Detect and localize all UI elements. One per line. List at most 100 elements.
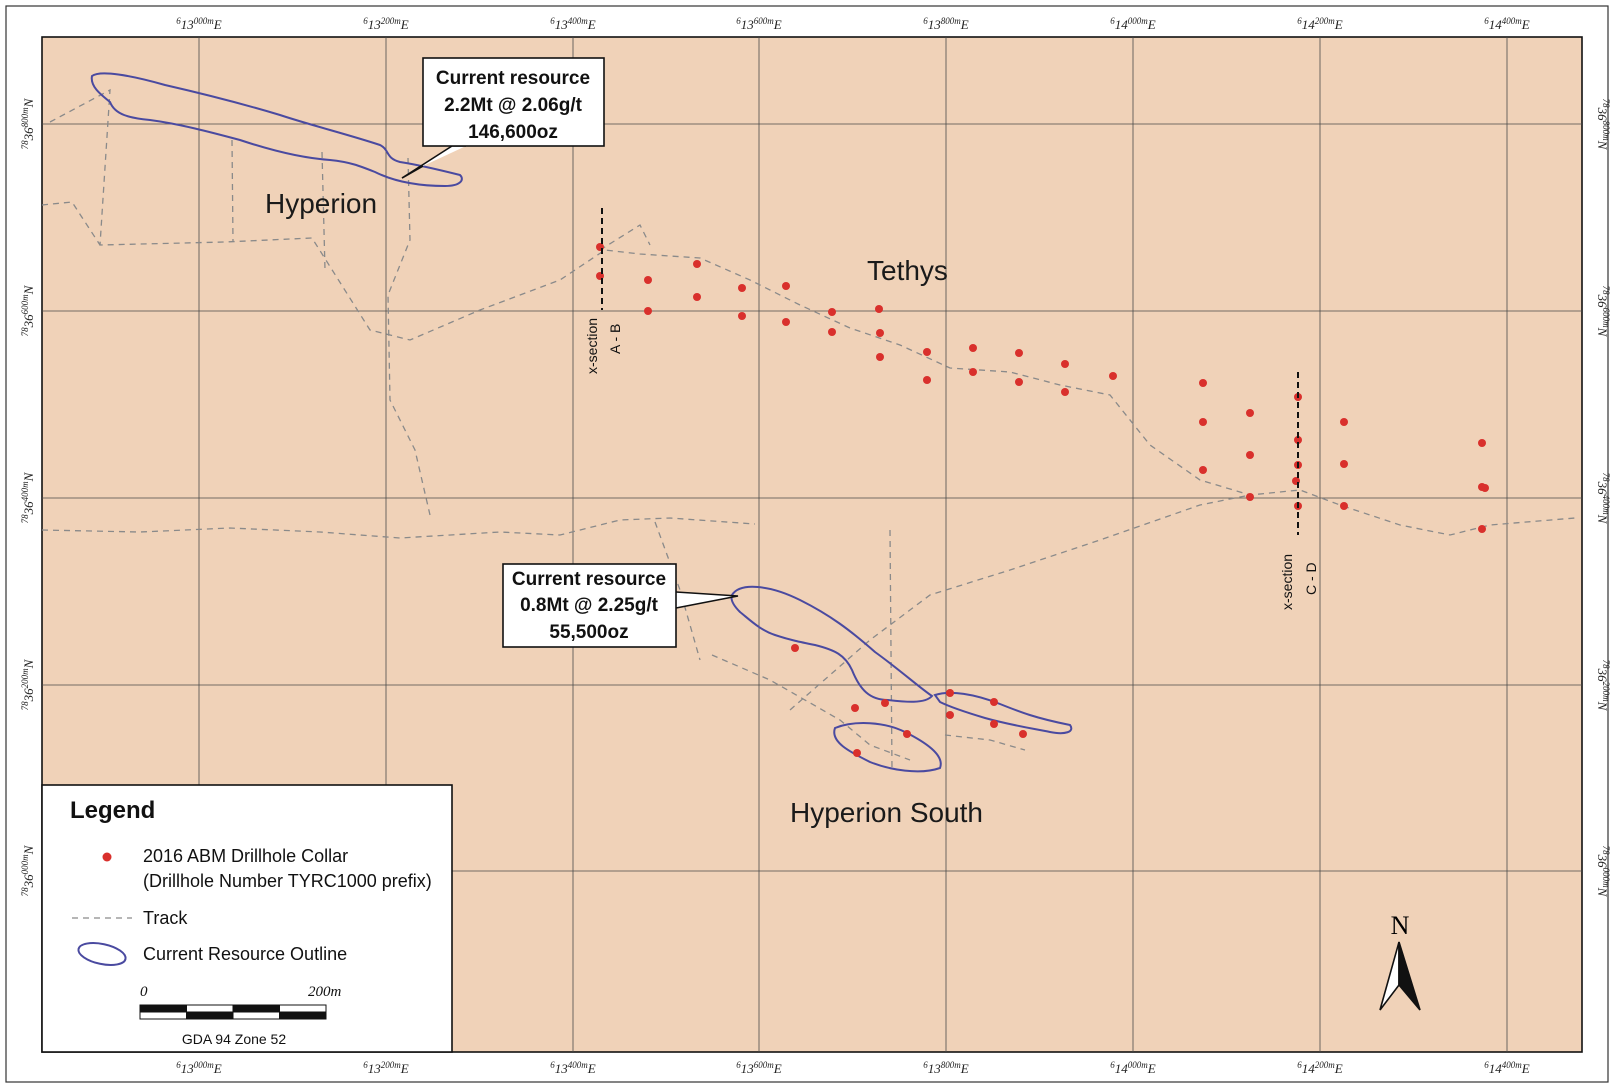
coordinate-grid: 613000mE613000mE613200mE613200mE613400mE… — [20, 16, 1611, 1076]
drillhole-collar — [903, 730, 911, 738]
easting-label-top: 614400mE — [1484, 16, 1530, 32]
drillhole-collar — [738, 284, 746, 292]
hyperion-resource-outline — [90, 72, 463, 188]
scale-bar-segment — [139, 1004, 187, 1013]
drillhole-collar — [1199, 418, 1207, 426]
north-arrow: N — [1379, 911, 1421, 1011]
drillhole-collar — [851, 704, 859, 712]
scale-start-label: 0 — [140, 984, 148, 1000]
drillhole-collar — [828, 308, 836, 316]
drillhole-collar — [1340, 502, 1348, 510]
drillhole-collar — [1478, 525, 1486, 533]
drillhole-collar — [1246, 409, 1254, 417]
scale-bar-segment — [279, 1004, 327, 1013]
drillhole-collar — [946, 711, 954, 719]
drillhole-collar — [875, 305, 883, 313]
easting-label-top: 614200mE — [1297, 16, 1343, 32]
drillhole-collar — [1478, 439, 1486, 447]
area-label-hyperion: Hyperion — [265, 188, 377, 219]
legend-collar-symbol — [102, 852, 112, 862]
callout-line: 0.8Mt @ 2.25g/t — [520, 595, 659, 616]
scale-bar-segment — [232, 1011, 280, 1020]
drillhole-collar — [1340, 460, 1348, 468]
easting-label-top: 613000mE — [176, 16, 222, 32]
drillhole-collar — [644, 276, 652, 284]
drillhole-collar — [1015, 349, 1023, 357]
drillhole-collar-layer — [596, 243, 1489, 757]
northing-label-right: 7836000mN — [1595, 846, 1611, 898]
drillhole-collar — [1294, 436, 1302, 444]
northing-label-right: 7836200mN — [1595, 660, 1611, 712]
drillhole-collar — [1061, 388, 1069, 396]
drillhole-collar — [1199, 379, 1207, 387]
easting-label-bottom: 614000mE — [1110, 1060, 1156, 1076]
track — [387, 157, 431, 516]
easting-label-top: 613200mE — [363, 16, 409, 32]
cross-section-label: C - D — [1303, 562, 1319, 595]
drillhole-collar — [1015, 378, 1023, 386]
callout-line: 146,600oz — [468, 122, 558, 143]
drillhole-collar — [923, 348, 931, 356]
drillhole-collar — [644, 307, 652, 315]
drillhole-collar — [693, 293, 701, 301]
callout-line: Current resource — [512, 569, 666, 590]
drillhole-collar — [876, 329, 884, 337]
track — [41, 517, 756, 539]
easting-label-bottom: 613800mE — [923, 1060, 969, 1076]
drillhole-collar — [1481, 484, 1489, 492]
northing-label-left: 7836200mN — [20, 658, 36, 710]
track — [599, 224, 651, 251]
drillhole-collar — [693, 260, 701, 268]
projection-label: GDA 94 Zone 52 — [182, 1031, 287, 1047]
drillhole-collar — [1340, 418, 1348, 426]
hyperion-south-resource-outline — [730, 585, 934, 703]
easting-label-bottom: 614400mE — [1484, 1060, 1530, 1076]
cross-section-label: x-section — [1279, 554, 1295, 610]
easting-label-top: 614000mE — [1110, 16, 1156, 32]
area-label-tethys: Tethys — [867, 255, 948, 286]
drillhole-collar — [782, 318, 790, 326]
easting-label-top: 613800mE — [923, 16, 969, 32]
area-label-hyperion-south: Hyperion South — [790, 797, 983, 828]
scale-bar — [139, 1004, 327, 1020]
drillhole-collar — [1246, 451, 1254, 459]
legend-outline-label: Current Resource Outline — [143, 944, 347, 964]
easting-label-bottom: 614200mE — [1297, 1060, 1343, 1076]
legend-title: Legend — [70, 797, 155, 824]
drillhole-collar — [923, 376, 931, 384]
drillhole-collar — [1061, 360, 1069, 368]
scale-bar-segment — [186, 1004, 234, 1013]
callout-line: 55,500oz — [549, 622, 628, 643]
callout-pointer — [675, 591, 739, 609]
northing-label-left: 7836800mN — [20, 97, 36, 149]
track — [49, 88, 1576, 536]
callout-box — [502, 563, 677, 648]
drillhole-collar — [990, 720, 998, 728]
drillhole-collar — [1246, 493, 1254, 501]
track — [944, 734, 1026, 751]
drillhole-collar — [1109, 372, 1117, 380]
drillhole-collar — [738, 312, 746, 320]
drillhole-collar — [990, 698, 998, 706]
north-arrow-right — [1398, 941, 1421, 1011]
northing-label-left: 7836400mN — [20, 471, 36, 523]
resource-callout-north: Current resource 2.2Mt @ 2.06g/t 146,600… — [401, 57, 605, 179]
scale-bar-segment — [186, 1011, 234, 1020]
legend-collar-sublabel: (Drillhole Number TYRC1000 prefix) — [143, 871, 432, 891]
northing-label-left: 7836600mN — [20, 284, 36, 336]
drillhole-collar — [1199, 466, 1207, 474]
legend: Legend 2016 ABM Drillhole Collar (Drillh… — [41, 784, 453, 1053]
scale-bar-segment — [232, 1004, 280, 1013]
cross-section-label: x-section — [584, 318, 600, 374]
callout-box — [422, 57, 605, 147]
track — [889, 529, 893, 771]
northing-label-right: 7836800mN — [1595, 99, 1611, 151]
drillhole-collar — [791, 644, 799, 652]
callout-line: Current resource — [436, 68, 590, 89]
easting-label-bottom: 613600mE — [736, 1060, 782, 1076]
drillhole-collar — [946, 689, 954, 697]
legend-track-label: Track — [143, 908, 188, 928]
cross-section-a-b: x-section A - B — [584, 208, 623, 374]
scale-end-label: 200m — [308, 984, 342, 1000]
